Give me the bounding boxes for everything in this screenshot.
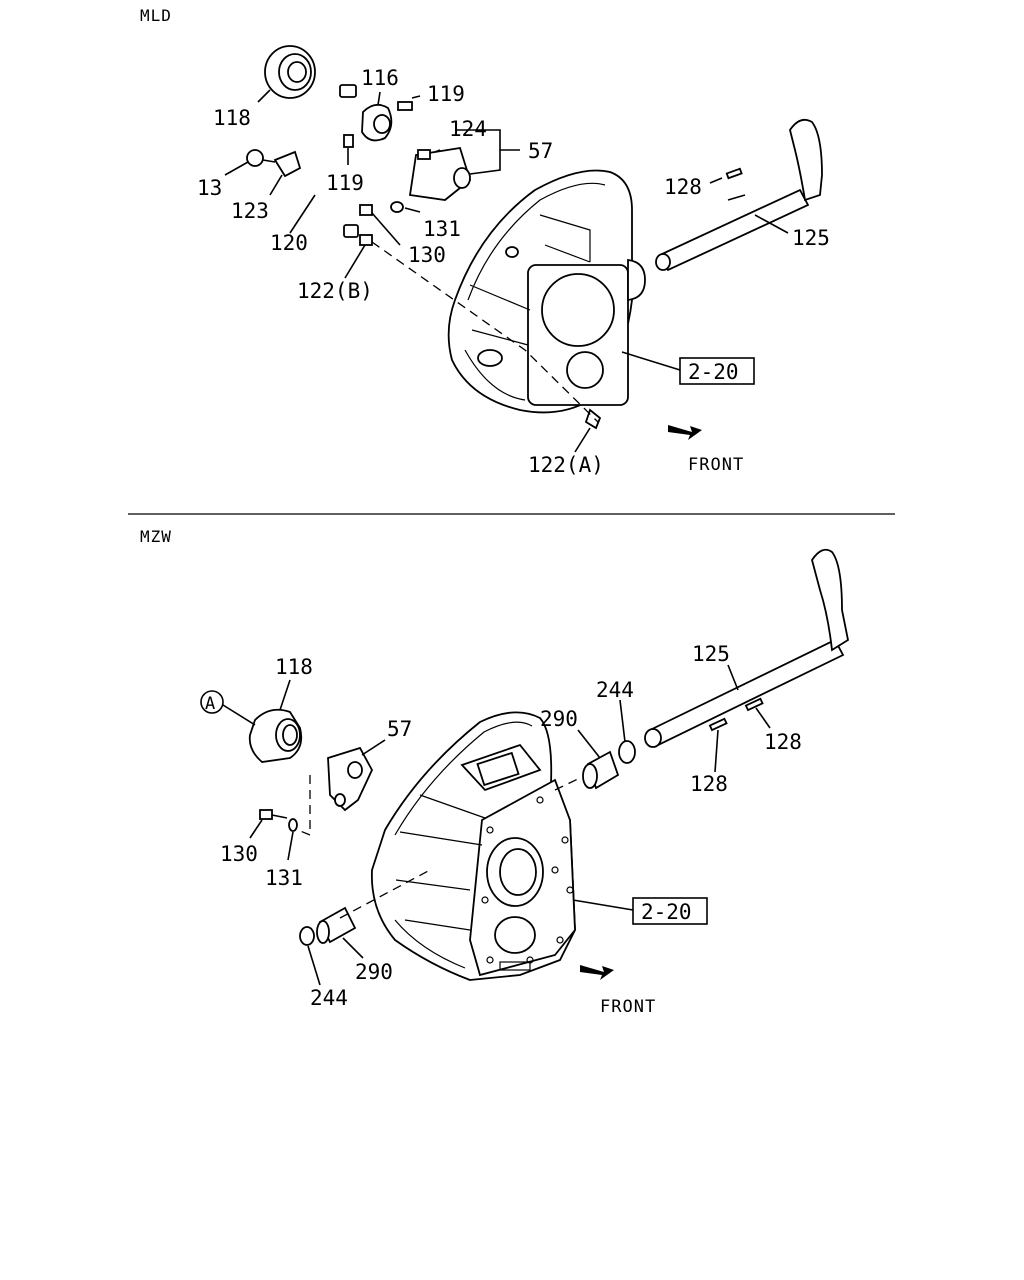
label-125-mzw: 125 (692, 642, 730, 666)
fork-57-mzw (327, 746, 374, 812)
label-122a: 122(A) (528, 453, 604, 477)
section-mzw: MZW (140, 527, 850, 1017)
small-parts-mzw (259, 740, 636, 946)
assembly-line-mzw-1 (339, 869, 431, 919)
ref-label-mzw: 2-20 (641, 900, 692, 924)
front-label-mzw: FRONT (600, 997, 656, 1017)
small-parts-mld (246, 101, 602, 430)
label-124: 124 (449, 117, 487, 141)
leaders-mzw (249, 664, 771, 986)
label-244b: 244 (310, 986, 348, 1010)
fork-57 (408, 146, 472, 201)
label-131-mzw: 131 (265, 866, 303, 890)
label-244a: 244 (596, 678, 634, 702)
shift-shaft-mld (655, 118, 823, 272)
label-131-mld: 131 (423, 217, 461, 241)
label-122b: 122(B) (297, 279, 373, 303)
bolt-130 (359, 204, 373, 216)
clip-123 (273, 150, 302, 178)
label-128a: 128 (764, 730, 802, 754)
release-bearing-118-mzw (248, 708, 303, 763)
callout-a-label: A (205, 694, 215, 714)
washer-131 (390, 201, 404, 213)
label-119b: 119 (326, 171, 364, 195)
bolt-13 (246, 149, 264, 167)
label-130-mzw: 130 (220, 842, 258, 866)
assembly-line-mld (371, 241, 599, 423)
label-128b: 128 (690, 772, 728, 796)
callout-a-circle (200, 690, 224, 714)
ref-label-mld: 2-20 (688, 360, 739, 384)
bleeder-119b (343, 134, 354, 148)
label-57-mld: 57 (528, 139, 553, 163)
label-118-mld: 118 (213, 106, 251, 130)
fitting-122b (359, 234, 373, 246)
assembly-line-mzw-2 (554, 776, 583, 791)
washer-131-mzw (288, 818, 298, 832)
label-125-mld: 125 (792, 226, 830, 250)
front-arrow-icon-mld (668, 425, 702, 440)
label-120: 120 (270, 231, 308, 255)
label-57-mzw: 57 (387, 717, 412, 741)
seal-244b (299, 926, 315, 946)
clutch-housing-mzw (370, 711, 576, 981)
label-116: 116 (361, 66, 399, 90)
assembly-line-mzw-3 (297, 775, 311, 836)
label-123: 123 (231, 199, 269, 223)
label-118-mzw: 118 (275, 655, 313, 679)
clutch-housing-mld (447, 169, 646, 414)
section-code-mzw: MZW (140, 527, 172, 546)
slave-cylinder-116 (361, 103, 393, 142)
front-label-mld: FRONT (688, 455, 744, 475)
label-290b: 290 (355, 960, 393, 984)
front-arrow-icon-mzw (580, 965, 614, 980)
section-mld: MLD (140, 6, 830, 477)
hose-120 (310, 84, 359, 238)
bolt-130-mzw (259, 809, 273, 820)
label-130-mld: 130 (408, 243, 446, 267)
label-290a: 290 (540, 707, 578, 731)
label-128-mld: 128 (664, 175, 702, 199)
bleeder-119a (397, 101, 413, 111)
leaders-mld (224, 89, 789, 453)
ref-box-mld (679, 357, 755, 385)
shift-shaft-mzw (644, 548, 850, 748)
section-code-mld: MLD (140, 6, 172, 25)
pin-124 (417, 149, 431, 160)
seal-244a (618, 740, 636, 764)
release-bearing-118-mld (264, 45, 316, 99)
label-119a: 119 (427, 82, 465, 106)
label-13: 13 (197, 176, 222, 200)
ref-box-mzw (632, 897, 708, 925)
